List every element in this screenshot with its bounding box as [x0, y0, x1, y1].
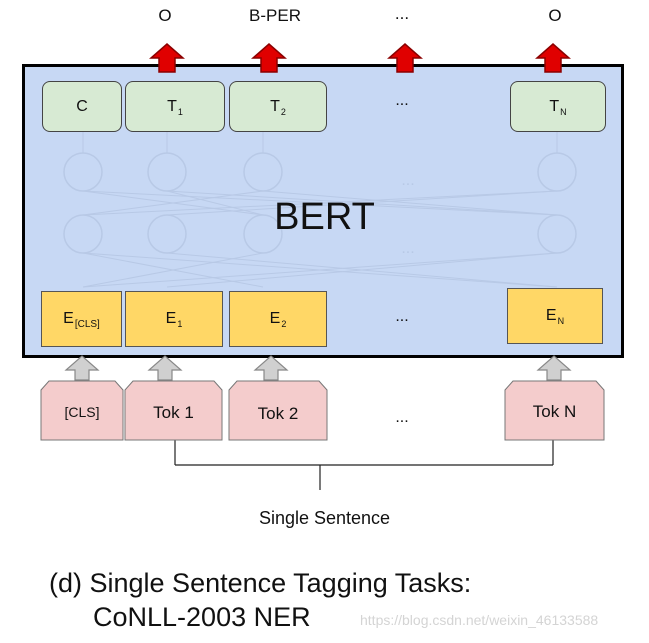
hidden-ellipsis-2: ...: [401, 240, 415, 257]
hidden-ellipsis-1: ...: [401, 172, 415, 189]
output-box-t2-sub: 2: [280, 106, 286, 117]
output-label-1: O: [158, 6, 172, 25]
embedding-box-e2-sub: 2: [281, 319, 287, 329]
sentence-label: Single Sentence: [258, 508, 391, 528]
output-box-tn-sub: N: [560, 106, 567, 117]
embedding-box-e2-label: E: [269, 310, 281, 327]
watermark: https://blog.csdn.net/weixin_46133588: [360, 612, 599, 628]
output-label-2: B-PER: [249, 6, 301, 25]
output-arrows: [149, 43, 571, 73]
token-shapes: [40, 380, 605, 441]
embedding-box-e1-label: E: [165, 310, 177, 327]
caption-line-2: CoNLL-2003 NER: [93, 602, 311, 632]
output-label-4: O: [548, 6, 562, 25]
token-ellipsis: ...: [395, 409, 409, 426]
output-box-t1-label: T: [167, 97, 177, 115]
output-box-t1-sub: 1: [177, 106, 183, 117]
output-row-ellipsis: ...: [395, 92, 409, 109]
caption-line-1: (d) Single Sentence Tagging Tasks:: [49, 568, 472, 598]
embedding-box-en-label: E: [545, 307, 557, 324]
token-n: Tok N: [532, 402, 577, 421]
output-box-t2-label: T: [270, 97, 280, 115]
token-cls: [CLS]: [64, 404, 100, 420]
embedding-row-ellipsis: ...: [395, 308, 409, 325]
input-arrows: [64, 355, 572, 381]
token-1: Tok 1: [153, 403, 194, 422]
embedding-box-cls-sub: [CLS]: [74, 318, 100, 330]
output-box-tn-label: T: [549, 97, 560, 115]
hidden-layer-connections: [82, 130, 558, 288]
output-label-3: ...: [394, 4, 410, 23]
embedding-box-cls: E[CLS]: [41, 291, 122, 347]
bert-title: BERT: [274, 196, 375, 238]
output-box-c-label: C: [76, 97, 88, 115]
output-box-c: C: [42, 81, 122, 132]
embedding-box-en-sub: N: [557, 316, 565, 326]
embedding-box-cls-label: E: [63, 310, 74, 327]
embedding-box-e1-sub: 1: [177, 319, 183, 329]
sentence-bracket: [174, 440, 554, 490]
token-2: Tok 2: [257, 404, 299, 423]
